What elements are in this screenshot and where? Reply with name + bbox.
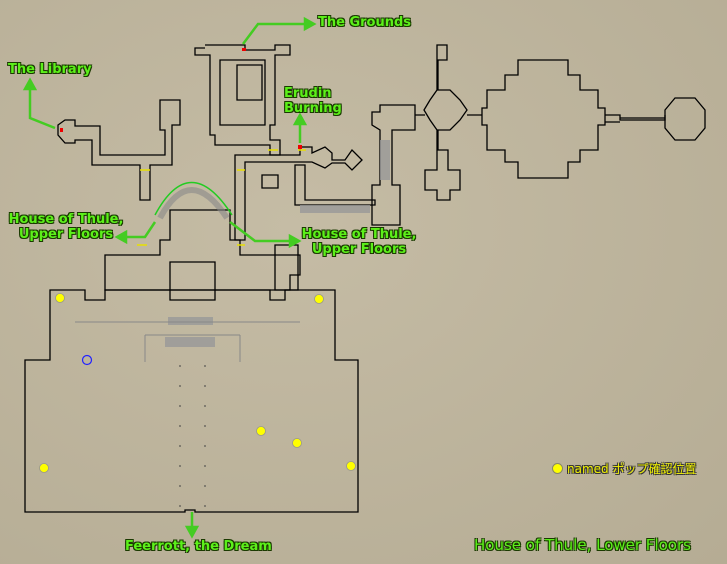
named-spawn-marker [55,293,65,303]
named-spawn-marker [39,463,49,473]
arrow-to-library [28,88,56,130]
arrow-to-thule-upper-right [229,221,290,243]
named-spawn-marker [292,438,302,448]
link-thule-upper-right[interactable]: House of Thule, Upper Floors [301,227,417,257]
arch-passage [154,181,233,216]
link-the-grounds[interactable]: The Grounds [318,15,412,30]
spawn-marker [81,354,93,366]
east-hall-wall [481,59,606,179]
named-spawn-marker [256,426,266,436]
link-thule-upper-left[interactable]: House of Thule, Upper Floors [8,212,124,242]
library-wing-wall [57,99,181,201]
legend: named ポップ確認位置 [552,460,696,477]
lower-hall-wall [24,289,359,513]
named-marker-legend-icon [552,463,563,474]
map-title: House of Thule, Lower Floors [474,536,691,554]
legend-label: named ポップ確認位置 [567,462,697,476]
east-corridor-wall [234,146,363,241]
grounds-courtyard-wall [194,44,291,156]
central-chamber-wall [104,209,301,291]
arrow-to-grounds [242,22,305,45]
east-apse-wall [664,97,706,141]
named-spawn-marker [346,461,356,471]
cross-rooms-wall [423,44,468,201]
link-erudin-burning[interactable]: Erudin Burning [284,86,342,116]
link-the-library[interactable]: The Library [8,62,92,77]
arrow-to-thule-upper-left [125,221,157,239]
named-spawn-marker [314,294,324,304]
link-feerrott-the-dream[interactable]: Feerrott, the Dream [125,539,272,554]
stair-tower-wall [371,104,416,226]
